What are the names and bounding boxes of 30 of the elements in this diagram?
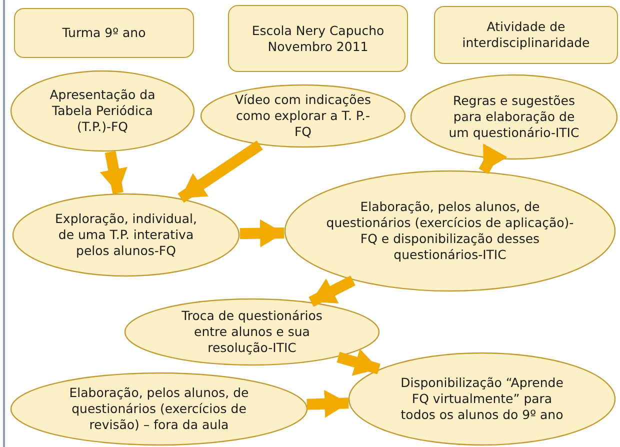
node-text: Elaboração, pelos alunos, de questionários (exercícios de aplicação)-FQ e disponibilização desses questionários-ITIC (325, 199, 575, 263)
node-text: Troca de questionários entre alunos e sua resolução-ITIC (180, 308, 324, 356)
node-text: Apresentação da Tabela Periódica (T.P.)-FQ (48, 87, 156, 135)
block-arrow (308, 276, 356, 307)
block-arrow (306, 390, 349, 418)
process-ellipse (12, 193, 240, 277)
block-arrow (100, 150, 128, 194)
node-text: Elaboração, pelos alunos, de questionários (exercícios de revisão) – fora da aula (68, 385, 250, 433)
process-ellipse (200, 84, 406, 148)
block-arrow (178, 140, 263, 203)
process-ellipse (348, 352, 616, 446)
node-text: Disponibilização “Aprende FQ virtualmente” para todos os alunos do 9º ano (400, 375, 564, 423)
info-box (14, 8, 194, 58)
node-text: Exploração, individual, de uma T.P. interativa pelos alunos-FQ (54, 211, 198, 259)
info-box (228, 5, 408, 72)
process-ellipse (124, 298, 380, 366)
process-ellipse (410, 74, 618, 160)
node-text: Atividade de interdisciplinaridade (461, 19, 591, 51)
process-ellipse (10, 70, 195, 152)
process-ellipse (10, 372, 308, 446)
node-text: Turma 9º ano (62, 25, 146, 41)
block-arrow (336, 348, 380, 376)
node-text: Novembro 2011 (268, 38, 368, 54)
node-text: Vídeo com indicações como explorar a T. P.-FQ (234, 92, 372, 140)
node-text: Escola Nery Capucho (252, 22, 384, 38)
info-box (434, 6, 618, 64)
block-arrow (240, 219, 284, 248)
block-arrow (478, 143, 508, 174)
process-ellipse (284, 170, 616, 292)
node-text: Regras e sugestões para elaboração de um questionário-ITIC (448, 93, 580, 141)
